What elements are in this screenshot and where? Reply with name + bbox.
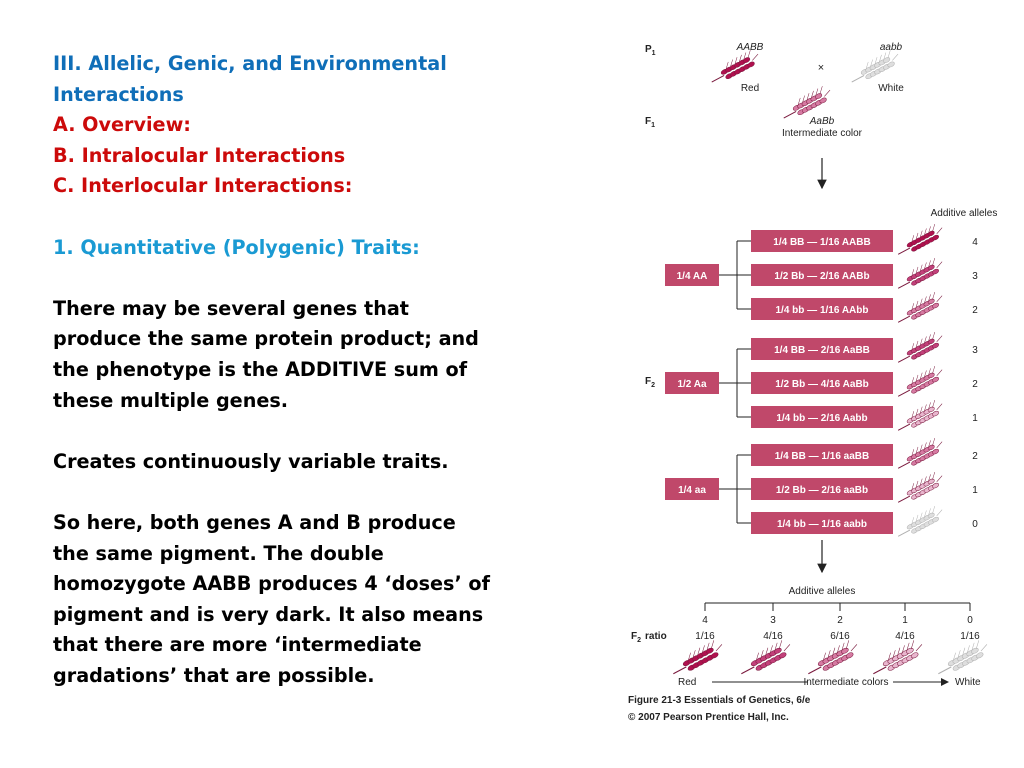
parent1-genotype: AABB bbox=[736, 42, 764, 53]
wheat-head-icon bbox=[897, 331, 943, 363]
summary-row: 4 1/16 3 4/16 2 6/16 1 4/16 0 1/16 bbox=[673, 602, 988, 675]
wheat-head-icon bbox=[897, 365, 943, 397]
summary-ratio: 1/16 bbox=[695, 631, 715, 642]
additive-alleles-header: Additive alleles bbox=[931, 208, 998, 219]
wheat-head-icon bbox=[673, 640, 723, 675]
group-label-box bbox=[665, 478, 719, 500]
wheat-head-icon bbox=[783, 86, 831, 119]
summary-header: Additive alleles bbox=[789, 586, 856, 597]
f1-genotype: AaBb bbox=[809, 116, 835, 127]
additive-allele-count: 2 bbox=[972, 451, 978, 462]
p1-label: P1 bbox=[645, 44, 656, 57]
wheat-head-icon bbox=[873, 640, 923, 675]
outline-item-c: C. Interlocular Interactions: bbox=[53, 174, 353, 198]
additive-allele-count: 2 bbox=[972, 379, 978, 390]
genotype-row-text: 1/4 bb — 1/16 AAbb bbox=[776, 305, 869, 316]
scale-mid-label: Intermediate colors bbox=[803, 677, 888, 688]
wheat-head-icon bbox=[938, 640, 988, 675]
outline-item-a: A. Overview: bbox=[53, 113, 191, 137]
additive-allele-count: 3 bbox=[972, 271, 978, 282]
wheat-head-icon bbox=[897, 291, 943, 323]
wheat-head-icon bbox=[897, 471, 943, 503]
group-label: 1/2 Aa bbox=[677, 379, 707, 390]
figure-caption: Figure 21-3 Essentials of Genetics, 6/e bbox=[628, 695, 811, 706]
additive-allele-count: 3 bbox=[972, 345, 978, 356]
f2-label: F2 bbox=[645, 376, 655, 389]
summary-ratio: 4/16 bbox=[895, 631, 915, 642]
genotype-row-text: 1/4 bb — 2/16 Aabb bbox=[776, 413, 867, 424]
genotype-row-text: 1/4 BB — 1/16 aaBB bbox=[775, 451, 870, 462]
summary-allele-count: 4 bbox=[702, 615, 708, 626]
wheat-head-icon bbox=[711, 50, 759, 83]
summary-ratio: 1/16 bbox=[960, 631, 980, 642]
wheat-head-icon bbox=[897, 505, 943, 537]
scale-right-label: White bbox=[955, 677, 981, 688]
wheat-head-icon bbox=[808, 640, 858, 675]
wheat-head-icon bbox=[897, 223, 943, 255]
genotype-box bbox=[751, 298, 893, 320]
figure-copyright: © 2007 Pearson Prentice Hall, Inc. bbox=[628, 712, 789, 723]
genotype-row-text: 1/2 Bb — 2/16 aaBb bbox=[776, 485, 868, 496]
paragraph-additive: There may be several genes that produce … bbox=[53, 296, 479, 412]
group-label: 1/4 AA bbox=[677, 271, 708, 282]
f2-groups: 1/4 AA 1/4 BB — 1/16 AABB 4 1/2 Bb — 2/16 A… bbox=[665, 223, 978, 537]
genotype-box bbox=[751, 338, 893, 360]
summary-allele-count: 3 bbox=[770, 615, 776, 626]
f1-color: Intermediate color bbox=[782, 128, 863, 139]
genotype-box bbox=[751, 230, 893, 252]
wheat-head-icon bbox=[851, 50, 899, 83]
parent1-color: Red bbox=[741, 83, 759, 94]
additive-allele-count: 2 bbox=[972, 305, 978, 316]
genotype-row-text: 1/2 Bb — 2/16 AABb bbox=[774, 271, 869, 282]
genotype-box bbox=[751, 406, 893, 428]
wheat-head-icon bbox=[897, 437, 943, 469]
genotype-row-text: 1/2 Bb — 4/16 AaBb bbox=[775, 379, 869, 390]
genotype-box bbox=[751, 478, 893, 500]
parent2-genotype: aabb bbox=[880, 42, 903, 53]
group-label-box bbox=[665, 264, 719, 286]
f1-label: F1 bbox=[645, 116, 655, 129]
subheading: 1. Quantitative (Polygenic) Traits: bbox=[53, 235, 420, 259]
parent2-color: White bbox=[878, 83, 904, 94]
summary-ratio: 4/16 bbox=[763, 631, 783, 642]
paragraph-continuous: Creates continuously variable traits. bbox=[53, 449, 449, 473]
summary-allele-count: 0 bbox=[967, 615, 973, 626]
additive-allele-count: 4 bbox=[972, 237, 978, 248]
scale-left-label: Red bbox=[678, 677, 696, 688]
genotype-row-text: 1/4 bb — 1/16 aabb bbox=[777, 519, 867, 530]
wheat-head-icon bbox=[741, 640, 791, 675]
additive-allele-count: 1 bbox=[972, 485, 978, 496]
summary-allele-count: 2 bbox=[837, 615, 843, 626]
paragraph-example: So here, both genes A and B produce the … bbox=[53, 510, 490, 687]
wheat-head-icon bbox=[897, 399, 943, 431]
genotype-box bbox=[751, 372, 893, 394]
genotype-box bbox=[751, 512, 893, 534]
f2-group: 1/2 Aa 1/4 BB — 2/16 AaBB 3 1/2 Bb — 4/16 A… bbox=[665, 331, 978, 431]
slide-text: III. Allelic, Genic, and Environmental I… bbox=[53, 49, 498, 691]
f2-group: 1/4 aa 1/4 BB — 1/16 aaBB 2 1/2 Bb — 2/16 a… bbox=[665, 437, 978, 537]
additive-allele-count: 1 bbox=[972, 413, 978, 424]
summary-ratio: 6/16 bbox=[830, 631, 850, 642]
wheat-head-icon bbox=[897, 257, 943, 289]
cross-symbol: × bbox=[818, 62, 824, 74]
group-label: 1/4 aa bbox=[678, 485, 706, 496]
genotype-row-text: 1/4 BB — 2/16 AaBB bbox=[774, 345, 870, 356]
genotype-box bbox=[751, 264, 893, 286]
f2-group: 1/4 AA 1/4 BB — 1/16 AABB 4 1/2 Bb — 2/16 A… bbox=[665, 223, 978, 323]
group-label-box bbox=[665, 372, 719, 394]
section-heading: III. Allelic, Genic, and Environmental I… bbox=[53, 52, 447, 106]
genotype-box bbox=[751, 444, 893, 466]
additive-allele-count: 0 bbox=[972, 519, 978, 530]
summary-allele-count: 1 bbox=[902, 615, 908, 626]
genotype-row-text: 1/4 BB — 1/16 AABB bbox=[773, 237, 870, 248]
outline-item-b: B. Intralocular Interactions bbox=[53, 143, 346, 167]
